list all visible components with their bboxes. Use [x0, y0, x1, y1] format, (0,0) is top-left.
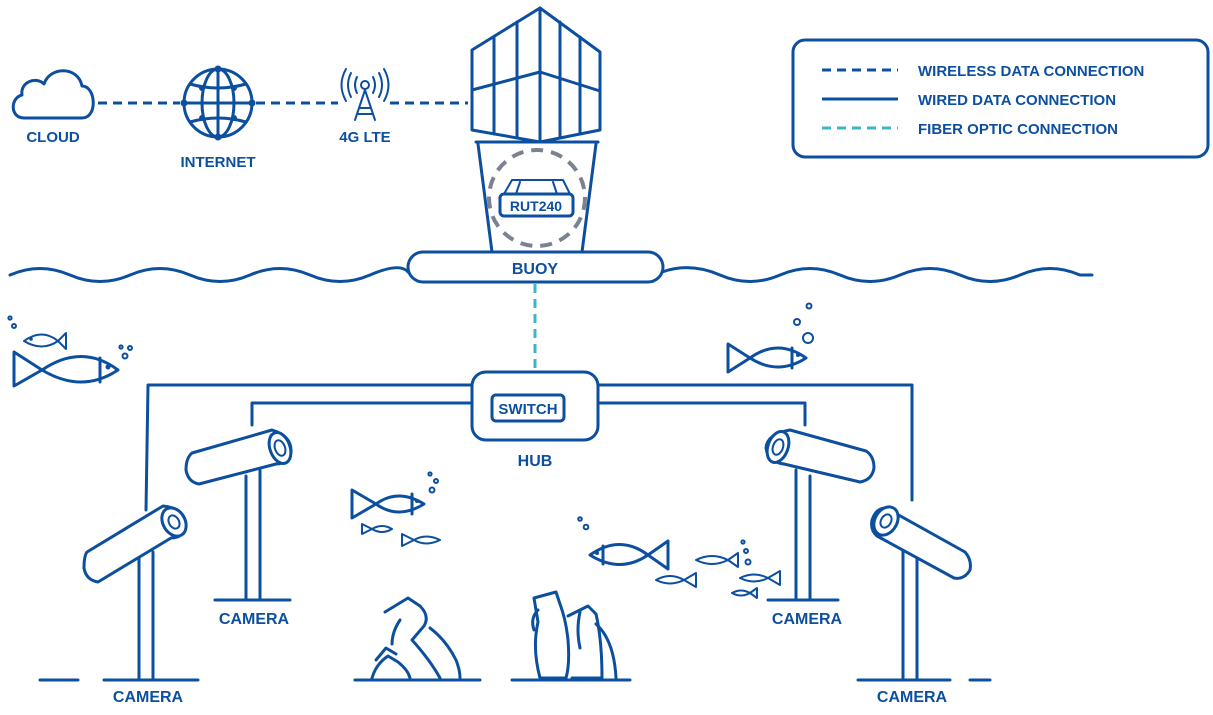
cell-tower-icon: [340, 68, 390, 121]
fish-icon: [7, 302, 814, 599]
buoy-body: [474, 140, 600, 254]
water-surface-left: [8, 266, 410, 283]
camera-label: CAMERA: [877, 689, 948, 706]
router-icon: [498, 179, 575, 218]
camera-icon: [82, 504, 188, 682]
water-surface-right: [660, 266, 1094, 283]
hub-label: HUB: [518, 453, 553, 470]
buoy-label: BUOY: [512, 261, 559, 278]
camera-label: CAMERA: [113, 689, 184, 706]
legend-wireless-label: WIRELESS DATA CONNECTION: [918, 63, 1144, 80]
camera-icon: [184, 428, 293, 602]
camera-icon: [870, 505, 972, 682]
legend: WIRELESS DATA CONNECTION WIRED DATA CONN…: [791, 38, 1210, 159]
camera-icon: [764, 428, 876, 602]
legend-wired-label: WIRED DATA CONNECTION: [918, 92, 1116, 109]
legend-box: [791, 38, 1210, 159]
globe-icon: [180, 65, 256, 141]
buoy-float: [406, 250, 665, 284]
router-zone-ring: [487, 148, 587, 248]
hub-box: [470, 370, 600, 442]
internet-label: INTERNET: [181, 154, 256, 171]
camera-label: CAMERA: [772, 611, 843, 628]
camera-label: CAMERA: [219, 611, 290, 628]
solar-panel-icon: [470, 6, 602, 144]
amphora-icon: [370, 590, 618, 680]
wired-cables: [144, 383, 914, 512]
router-label: RUT240: [510, 198, 562, 214]
switch-label: SWITCH: [498, 401, 557, 418]
seabed: [38, 598, 992, 682]
cloud-label: CLOUD: [26, 129, 79, 146]
legend-fiber-label: FIBER OPTIC CONNECTION: [918, 121, 1118, 138]
cloud-icon: [11, 69, 95, 120]
switch-box: [490, 393, 566, 423]
lte-label: 4G LTE: [339, 129, 390, 146]
